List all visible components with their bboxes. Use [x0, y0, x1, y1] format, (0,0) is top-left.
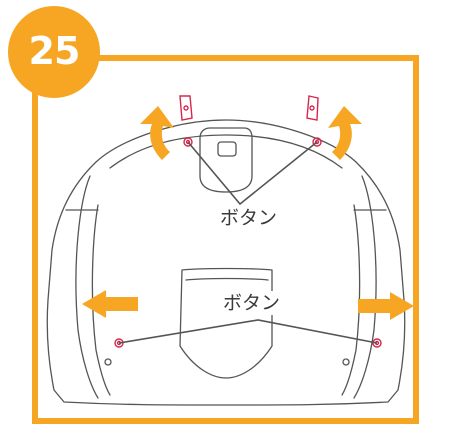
curved-arrow-icon	[140, 106, 174, 160]
front-pouch	[179, 267, 273, 379]
step-number: 25	[28, 29, 81, 73]
left-shoulder-strap	[75, 175, 99, 399]
button-label-top: ボタン	[216, 206, 282, 230]
straight-arrow-icon	[358, 292, 414, 320]
snap-button-icon	[183, 137, 193, 147]
carrier-body-outline	[46, 119, 406, 406]
button-label-bottom: ボタン	[219, 291, 285, 315]
leader-line-bottom	[118, 319, 378, 344]
step-frame	[32, 55, 419, 424]
right-shoulder-strap	[353, 175, 377, 399]
right-hood-tab	[306, 95, 319, 121]
head-cushion	[199, 127, 253, 193]
step-badge	[8, 6, 100, 98]
left-hood-tab	[179, 95, 193, 121]
curved-arrow-icon	[328, 106, 362, 160]
leader-line-top	[187, 141, 318, 206]
straight-arrow-icon	[82, 290, 138, 318]
